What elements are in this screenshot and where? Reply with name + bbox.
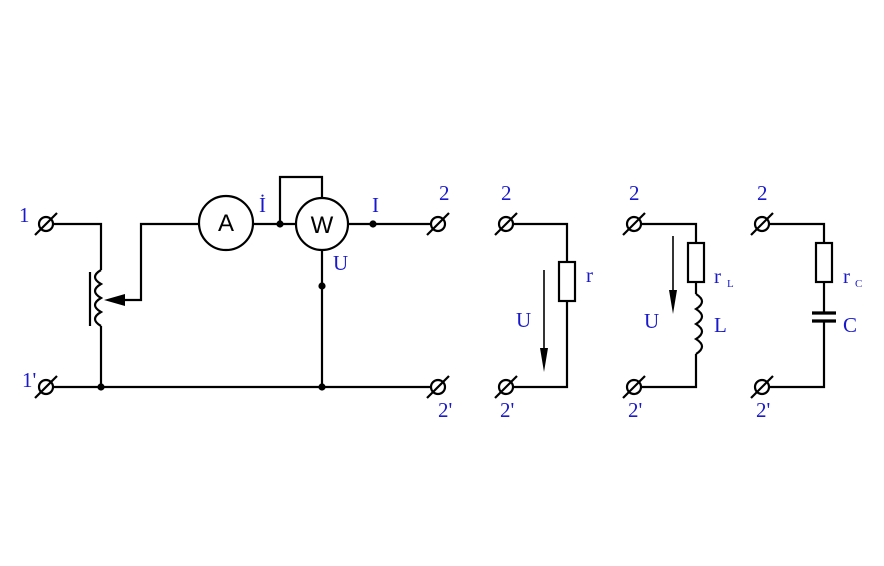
label-bottom-terminal: 2': [628, 398, 642, 422]
main-circuit: A W 1 1' İ I U 2 2': [19, 175, 452, 422]
label-current-dot: İ: [259, 193, 266, 217]
resistor-r: [557, 260, 577, 303]
load-resistor: 2 2' U r: [493, 181, 593, 422]
ammeter: A: [197, 194, 255, 252]
load-resistor-inductor: 2 2' U r L L: [621, 181, 734, 422]
label-terminal-1-prime: 1': [22, 368, 36, 392]
label-terminal-2-prime: 2': [438, 398, 452, 422]
label-resistor: r: [586, 263, 593, 287]
label-bottom-terminal: 2': [756, 398, 770, 422]
label-top-terminal: 2: [501, 181, 512, 205]
voltage-arrow-icon: [669, 290, 677, 314]
wattmeter: W: [276, 175, 350, 252]
load-resistor-capacitor: 2 2' r C C: [749, 181, 862, 422]
label-inductor: L: [714, 313, 727, 337]
label-resistor-subscript: C: [855, 278, 862, 290]
label-terminal-1: 1: [19, 203, 30, 227]
autotransformer: [53, 222, 198, 387]
ammeter-label: A: [218, 210, 234, 237]
resistor-rc: [814, 241, 834, 284]
label-voltage: U: [644, 309, 659, 333]
wattmeter-label: W: [311, 212, 334, 239]
label-resistor: r: [714, 264, 721, 288]
label-voltage: U: [516, 308, 531, 332]
label-resistor-subscript: L: [727, 278, 734, 290]
wiper-arrow-icon: [104, 294, 125, 306]
label-top-terminal: 2: [629, 181, 640, 205]
label-top-terminal: 2: [757, 181, 768, 205]
resistor-rl: [686, 241, 706, 284]
label-resistor: r: [843, 264, 850, 288]
label-voltage: U: [333, 251, 348, 275]
label-terminal-2: 2: [439, 181, 450, 205]
inductor-l: [693, 293, 704, 355]
label-bottom-terminal: 2': [500, 398, 514, 422]
voltage-arrow-icon: [540, 348, 548, 372]
label-capacitor: C: [843, 313, 857, 337]
label-current: I: [372, 193, 379, 217]
